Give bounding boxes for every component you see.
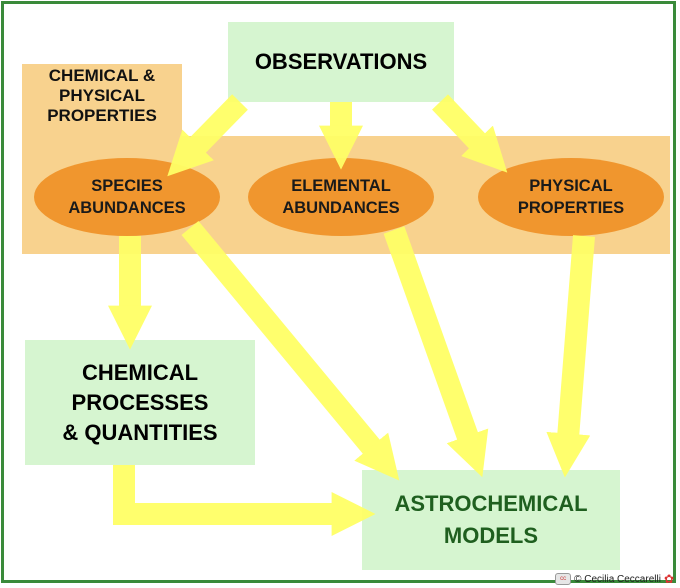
arrow-species-to-models	[181, 220, 400, 481]
physical-properties-node: PHYSICAL PROPERTIES	[478, 158, 664, 236]
elemental-abundances-node: ELEMENTAL ABUNDANCES	[248, 158, 434, 236]
properties-group-title: CHEMICAL & PHYSICAL PROPERTIES	[47, 66, 157, 125]
astrochemical-models-box: ASTROCHEMICAL MODELS	[362, 470, 620, 570]
properties-group-tab	[22, 64, 182, 138]
cc-license-icon: cc	[555, 573, 572, 585]
arrow-obs-to-physical	[432, 94, 508, 173]
arrow-elemental-to-models	[383, 226, 489, 478]
chemical-processes-box: CHEMICAL PROCESSES & QUANTITIES	[25, 340, 255, 465]
arrow-physical-to-models	[546, 235, 595, 478]
credit-text: © Cecilia Ceccarelli	[574, 573, 661, 585]
observations-label: OBSERVATIONS	[254, 49, 428, 74]
arrow-processes-to-models	[113, 465, 376, 536]
arrow-obs-to-species	[167, 94, 248, 177]
observations-box: OBSERVATIONS	[228, 22, 454, 102]
credit-line: cc © Cecilia Ceccarelli ✿	[555, 572, 674, 586]
author-logo-icon: ✿	[663, 572, 674, 586]
